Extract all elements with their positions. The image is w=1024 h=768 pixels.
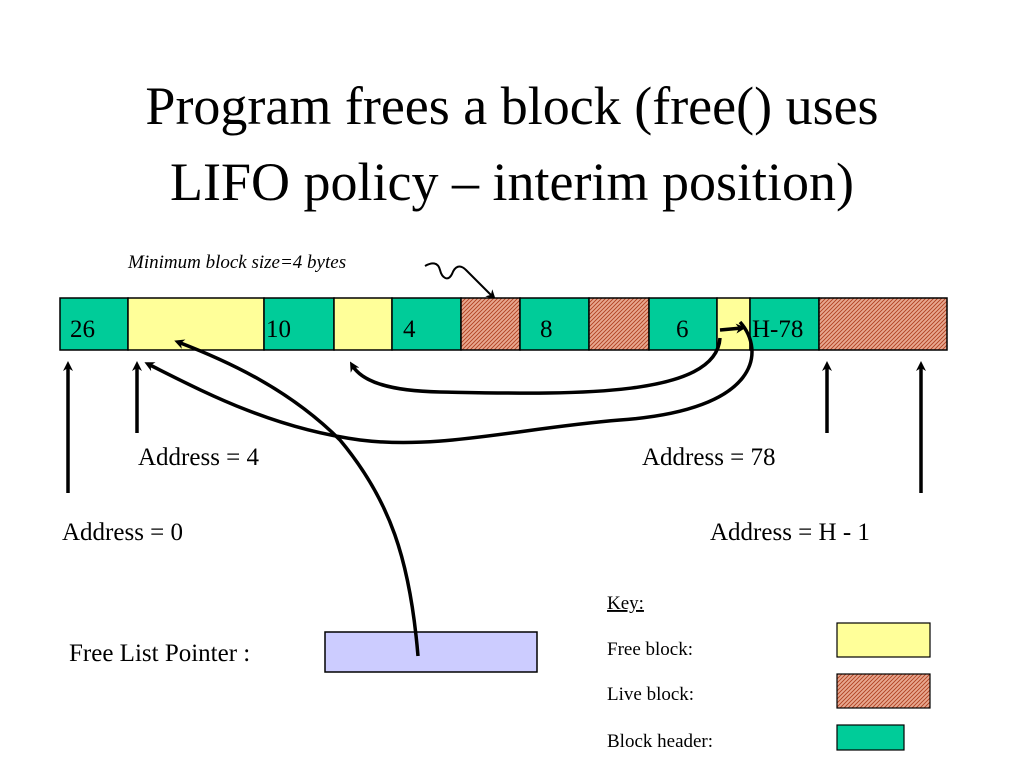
heap-row: 26 10 4 8 6 H-78 <box>59 297 948 351</box>
block-0-header <box>59 297 129 351</box>
legend-header-swatch <box>836 724 905 751</box>
legend-free-swatch <box>836 622 931 658</box>
block-1-free <box>127 297 265 351</box>
legend-free-label: Free block: <box>607 639 693 660</box>
link-arrow-to-block1 <box>144 320 754 445</box>
block-8-label: 6 <box>676 316 689 343</box>
legend-title: Key: <box>607 593 644 614</box>
block-5-live <box>460 297 521 351</box>
block-3-free <box>333 297 393 351</box>
link-arrow-into-block9 <box>719 323 746 334</box>
block-10-header <box>749 297 820 351</box>
legend-header-label: Block header: <box>607 731 713 752</box>
block-0-label: 26 <box>70 316 95 343</box>
label-address-h-1: Address = H - 1 <box>710 519 870 546</box>
title-line-1: Program frees a block (free() uses <box>145 76 879 136</box>
block-4-label: 4 <box>403 316 416 343</box>
block-8-header <box>648 297 718 351</box>
block-6-label: 8 <box>540 316 553 343</box>
title-line-2: LIFO policy – interim position) <box>170 152 854 212</box>
free-list-pointer-label: Free List Pointer : <box>69 640 250 667</box>
block-2-label: 10 <box>266 316 291 343</box>
legend-live-label: Live block: <box>607 684 694 705</box>
annotation-squiggle-arrow <box>424 262 496 300</box>
block-6-header <box>519 297 590 351</box>
slide-title: Program frees a block (free() uses LIFO … <box>0 68 1024 220</box>
legend: Key: Free block: Live block: Block heade… <box>607 593 931 752</box>
block-11-live <box>818 297 948 351</box>
free-list-pointer-box <box>324 631 538 673</box>
label-address-0: Address = 0 <box>62 519 183 546</box>
free-list-pointer-arrow <box>174 339 420 657</box>
label-address-78: Address = 78 <box>642 444 776 471</box>
block-9-free <box>716 297 751 351</box>
min-block-annotation: Minimum block size=4 bytes <box>127 252 346 273</box>
block-10-label: H-78 <box>752 316 803 343</box>
link-arrow-block9-to-block3 <box>349 337 722 395</box>
block-7-live <box>588 297 650 351</box>
label-address-4: Address = 4 <box>138 444 260 471</box>
legend-live-swatch <box>836 673 931 709</box>
